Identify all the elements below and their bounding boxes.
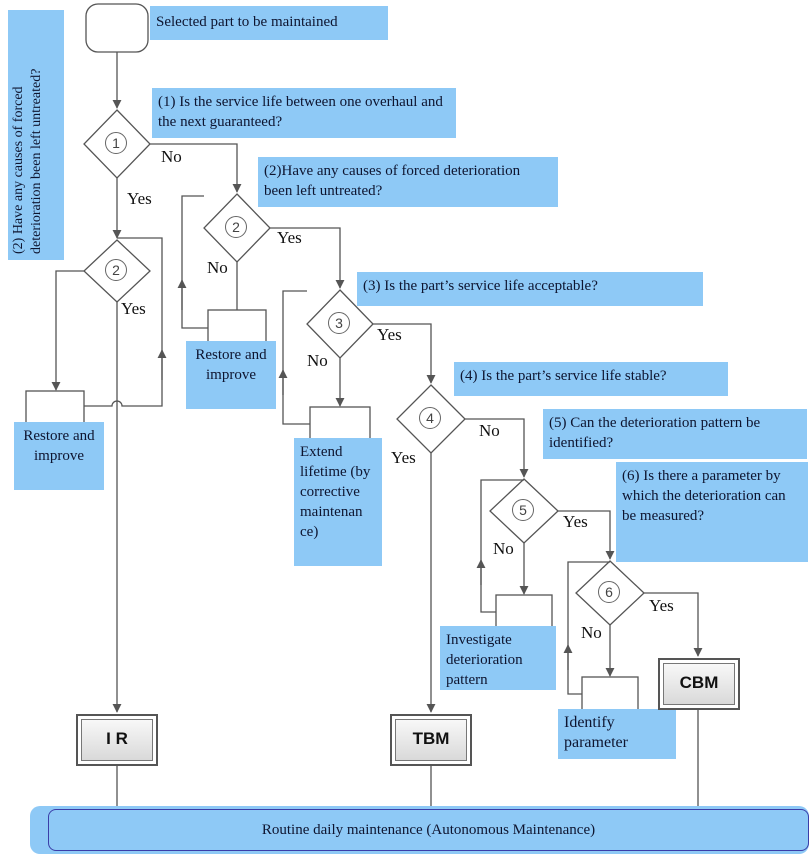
decision-2-left-number: 2 — [105, 259, 127, 281]
question-2-label: (2)Have any causes of forced deteriorati… — [258, 157, 558, 207]
d4-yes-label: Yes — [390, 448, 417, 467]
outcome-tbm-box: TBM — [390, 714, 472, 766]
restore-left-label: Restore and improve — [14, 422, 104, 490]
edge-d3-yes — [373, 323, 436, 384]
edge-identify-loop — [567, 561, 610, 695]
identify-label-line1: Identify parameter — [564, 714, 628, 751]
d2mid-no-label: No — [206, 258, 229, 277]
d5-no-label: No — [492, 539, 515, 558]
d4-no-label: No — [478, 421, 501, 440]
question-5-label: (5) Can the deterioration pattern be ide… — [543, 409, 807, 459]
decision-5-number: 5 — [512, 499, 534, 521]
restore-mid-label: Restore and improve — [186, 341, 276, 409]
decision-1-number: 1 — [105, 132, 127, 154]
decision-2-mid-number: 2 — [225, 216, 247, 238]
d1-no-label: No — [160, 147, 183, 166]
d1-yes-label: Yes — [126, 189, 153, 208]
decision-6-number: 6 — [598, 581, 620, 603]
identify-box — [581, 676, 639, 712]
d3-no-label: No — [306, 351, 329, 370]
question-6-label: (6) Is there a parameter by which the de… — [616, 462, 808, 562]
extend-label: Extend lifetime (by corrective maintenan… — [294, 438, 382, 566]
edge-d4-no — [465, 418, 529, 478]
edge-restore-left-loop — [84, 237, 163, 407]
decision-3-number: 3 — [328, 312, 350, 334]
d6-yes-label: Yes — [648, 596, 675, 615]
outcome-tbm-label: TBM — [395, 719, 467, 761]
start-label: Selected part to be maintained — [150, 6, 388, 40]
routine-maintenance-banner: Routine daily maintenance (Autonomous Ma… — [30, 806, 809, 854]
investigate-label: Investigate deterioration pattern — [440, 626, 556, 690]
edge-investigate-loop — [480, 479, 524, 613]
outcome-ir-label: I R — [81, 719, 153, 761]
d5-yes-label: Yes — [562, 512, 589, 531]
d2mid-yes-label: Yes — [276, 228, 303, 247]
question-3-label: (3) Is the part’s service life acceptabl… — [357, 272, 703, 306]
routine-maintenance-label: Routine daily maintenance (Autonomous Ma… — [48, 809, 809, 851]
d2left-yes-label: Yes — [120, 299, 147, 318]
edge-d6-yes — [644, 592, 703, 657]
outcome-cbm-label: CBM — [663, 663, 735, 705]
identify-label: Identify parameter — [558, 709, 676, 759]
edge-extend-loop — [282, 290, 310, 425]
d3-yes-label: Yes — [376, 325, 403, 344]
outcome-ir-box: I R — [76, 714, 158, 766]
edge-d1-no — [150, 143, 242, 193]
edge-restore-mid-loop — [181, 195, 208, 329]
edge-d2left-no — [51, 270, 84, 391]
question-4-label: (4) Is the part’s service life stable? — [454, 362, 728, 396]
start-terminal — [85, 3, 149, 53]
edge-d2mid-yes — [270, 227, 345, 289]
edge-d5-yes — [558, 510, 615, 560]
outcome-cbm-box: CBM — [658, 658, 740, 710]
question-2-side-label: (2) Have any causes of forced deteriorat… — [8, 10, 64, 260]
d6-no-label: No — [580, 623, 603, 642]
question-1-label: (1) Is the service life between one over… — [152, 88, 456, 138]
decision-4-number: 4 — [419, 407, 441, 429]
